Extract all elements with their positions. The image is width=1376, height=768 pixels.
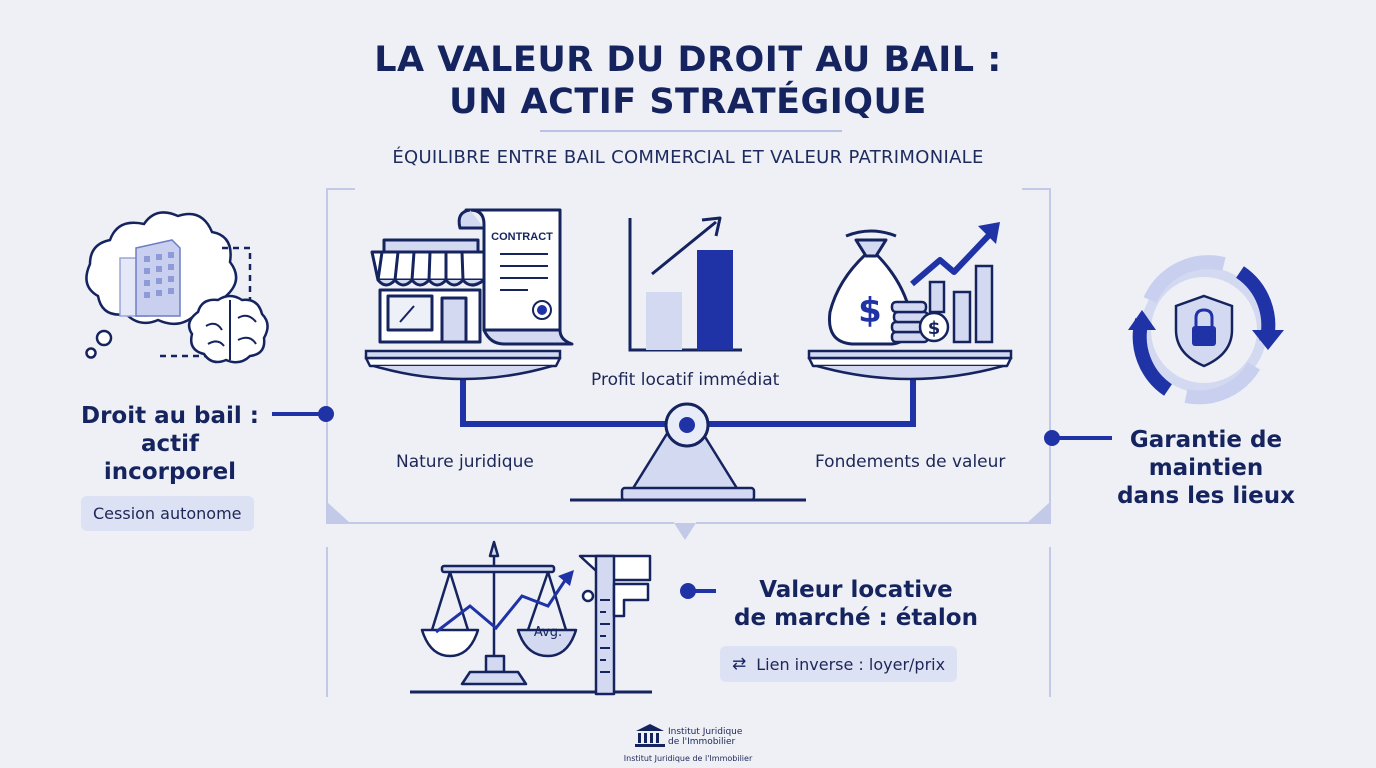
left-connector-dot	[318, 406, 334, 422]
center-label: Profit locatif immédiat	[591, 370, 780, 390]
right-panel-title: Garantie de maintien dans les lieux	[1110, 426, 1302, 510]
lower-frame	[326, 547, 1051, 697]
footer-org-line-1: Institut Juridique	[668, 727, 743, 737]
swap-arrows-icon: ⇄	[732, 654, 747, 674]
caliper-icon	[578, 554, 652, 696]
money-bag-icon: $	[827, 229, 913, 346]
inverse-link-badge: ⇄ Lien inverse : loyer/prix	[720, 646, 958, 682]
upper-frame	[326, 188, 1051, 524]
bottom-title-line-2: de marché : étalon	[734, 605, 978, 631]
footer-org-name: Institut Juridique de l'Immobilier	[668, 727, 742, 747]
coins-icon: $	[890, 300, 950, 344]
storefront-icon	[370, 238, 492, 344]
inverse-link-label: Lien inverse : loyer/prix	[756, 654, 946, 674]
title-divider	[540, 130, 842, 132]
right-title-line-3: dans les lieux	[1117, 483, 1295, 509]
cession-autonome-badge: Cession autonome	[81, 496, 254, 531]
left-title-line-1: Droit au bail :	[81, 403, 259, 429]
bottom-title-line-1: Valeur locative	[759, 577, 953, 603]
avg-label: Avg.	[534, 625, 562, 640]
page-title-line-2: UN ACTIF STRATÉGIQUE	[449, 82, 927, 122]
upper-frame-corner-right	[1027, 502, 1050, 523]
left-pan-label: Nature juridique	[396, 452, 534, 472]
page-subtitle: ÉQUILIBRE ENTRE BAIL COMMERCIAL ET VALEU…	[392, 147, 984, 168]
left-panel-title: Droit au bail : actif incorporel	[70, 402, 270, 486]
left-title-line-3: incorporel	[103, 459, 237, 485]
upper-frame-corner-left	[327, 502, 350, 523]
footer-org-full: Institut Juridique de l'Immobilier	[623, 754, 753, 763]
zigzag-trend-line	[435, 575, 570, 634]
footer-org-line-2: de l'Immobilier	[668, 737, 736, 747]
svg-text:$: $	[858, 291, 882, 331]
institution-logo-icon	[635, 724, 665, 747]
right-pan-label: Fondements de valeur	[815, 452, 1006, 472]
trend-arrow	[910, 229, 995, 287]
left-title-line-2: actif	[140, 431, 200, 457]
page-title-line-1: LA VALEUR DU DROIT AU BAIL :	[374, 40, 1002, 80]
bottom-connector-dot	[680, 583, 696, 599]
right-connector-dot	[1044, 430, 1060, 446]
rising-bars-icon	[928, 264, 994, 344]
brain-icon	[187, 294, 269, 364]
right-title-line-2: maintien	[1148, 455, 1264, 481]
svg-text:$: $	[928, 318, 941, 339]
contract-label: CONTRACT	[491, 231, 553, 243]
shield-cycle-icon	[1128, 255, 1284, 405]
right-title-line-1: Garantie de	[1129, 427, 1283, 453]
frame-pointer	[674, 523, 696, 540]
bottom-panel-title: Valeur locative de marché : étalon	[726, 576, 986, 632]
growth-bar-chart-icon	[628, 216, 742, 352]
contract-icon	[457, 208, 574, 346]
balance-scale-icon	[364, 349, 1013, 502]
